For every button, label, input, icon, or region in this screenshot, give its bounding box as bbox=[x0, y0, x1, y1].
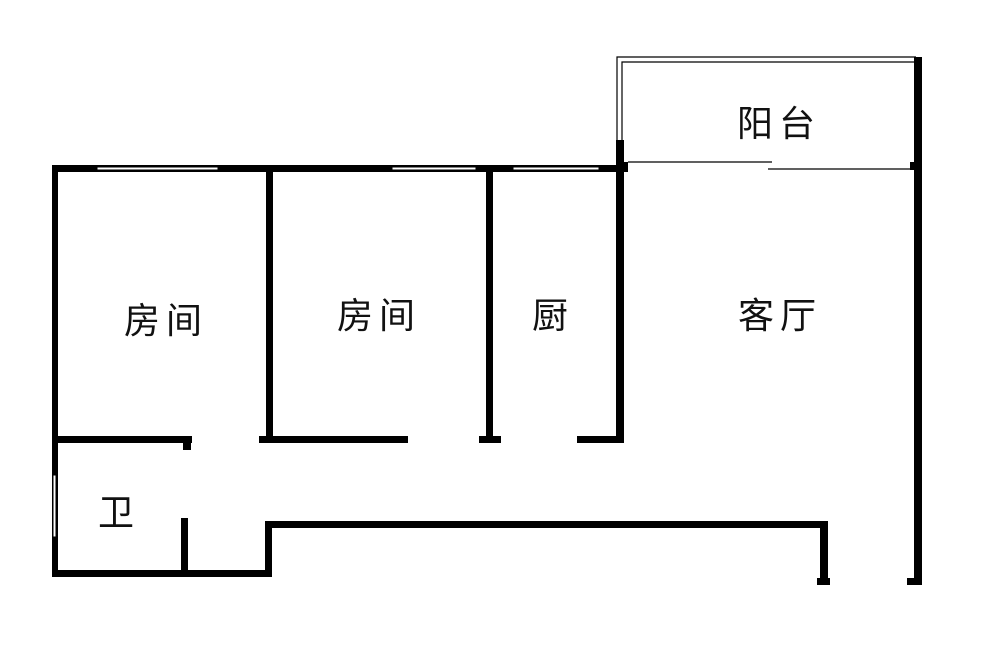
balcony-railing-inner bbox=[621, 61, 916, 142]
wall-step bbox=[265, 521, 272, 577]
wall-right bbox=[914, 57, 922, 585]
window-kitchen bbox=[512, 166, 600, 171]
wall-kitchen-stub bbox=[479, 436, 501, 443]
wall-corridor-foot bbox=[817, 578, 830, 585]
wall-kitchen-bottom bbox=[577, 436, 624, 443]
room-label-living-room: 客厅 bbox=[737, 296, 823, 337]
wall-bottom bbox=[52, 570, 272, 577]
balcony-railing-outer bbox=[616, 56, 916, 142]
wall-corridor bbox=[265, 521, 828, 528]
wall-corridor-end bbox=[820, 521, 828, 584]
wall-stub bbox=[183, 436, 191, 450]
window-bedroom1 bbox=[96, 166, 219, 171]
wall-bathroom-right bbox=[181, 518, 188, 575]
wall-kitchen-right bbox=[616, 140, 624, 442]
room-label-bathroom: 卫 bbox=[97, 493, 141, 534]
wall-top bbox=[52, 165, 628, 172]
wall-bedroom1-bottom bbox=[52, 436, 192, 443]
wall-right-foot bbox=[907, 578, 922, 585]
wall-kitchen-left bbox=[486, 165, 493, 442]
wall-balcony-post bbox=[910, 162, 916, 170]
window-bathroom bbox=[52, 474, 57, 538]
room-label-kitchen: 厨 bbox=[531, 296, 575, 337]
room-label-bedroom-1: 房间 bbox=[123, 301, 209, 342]
wall-left bbox=[52, 165, 58, 577]
wall-balcony-left-post bbox=[616, 162, 628, 170]
wall-bedroom2-bottom bbox=[259, 436, 408, 443]
window-bedroom2 bbox=[391, 166, 477, 171]
wall-bedroom-divider bbox=[266, 165, 273, 442]
room-label-bedroom-2: 房间 bbox=[336, 296, 422, 337]
room-label-balcony: 阳台 bbox=[736, 104, 822, 145]
